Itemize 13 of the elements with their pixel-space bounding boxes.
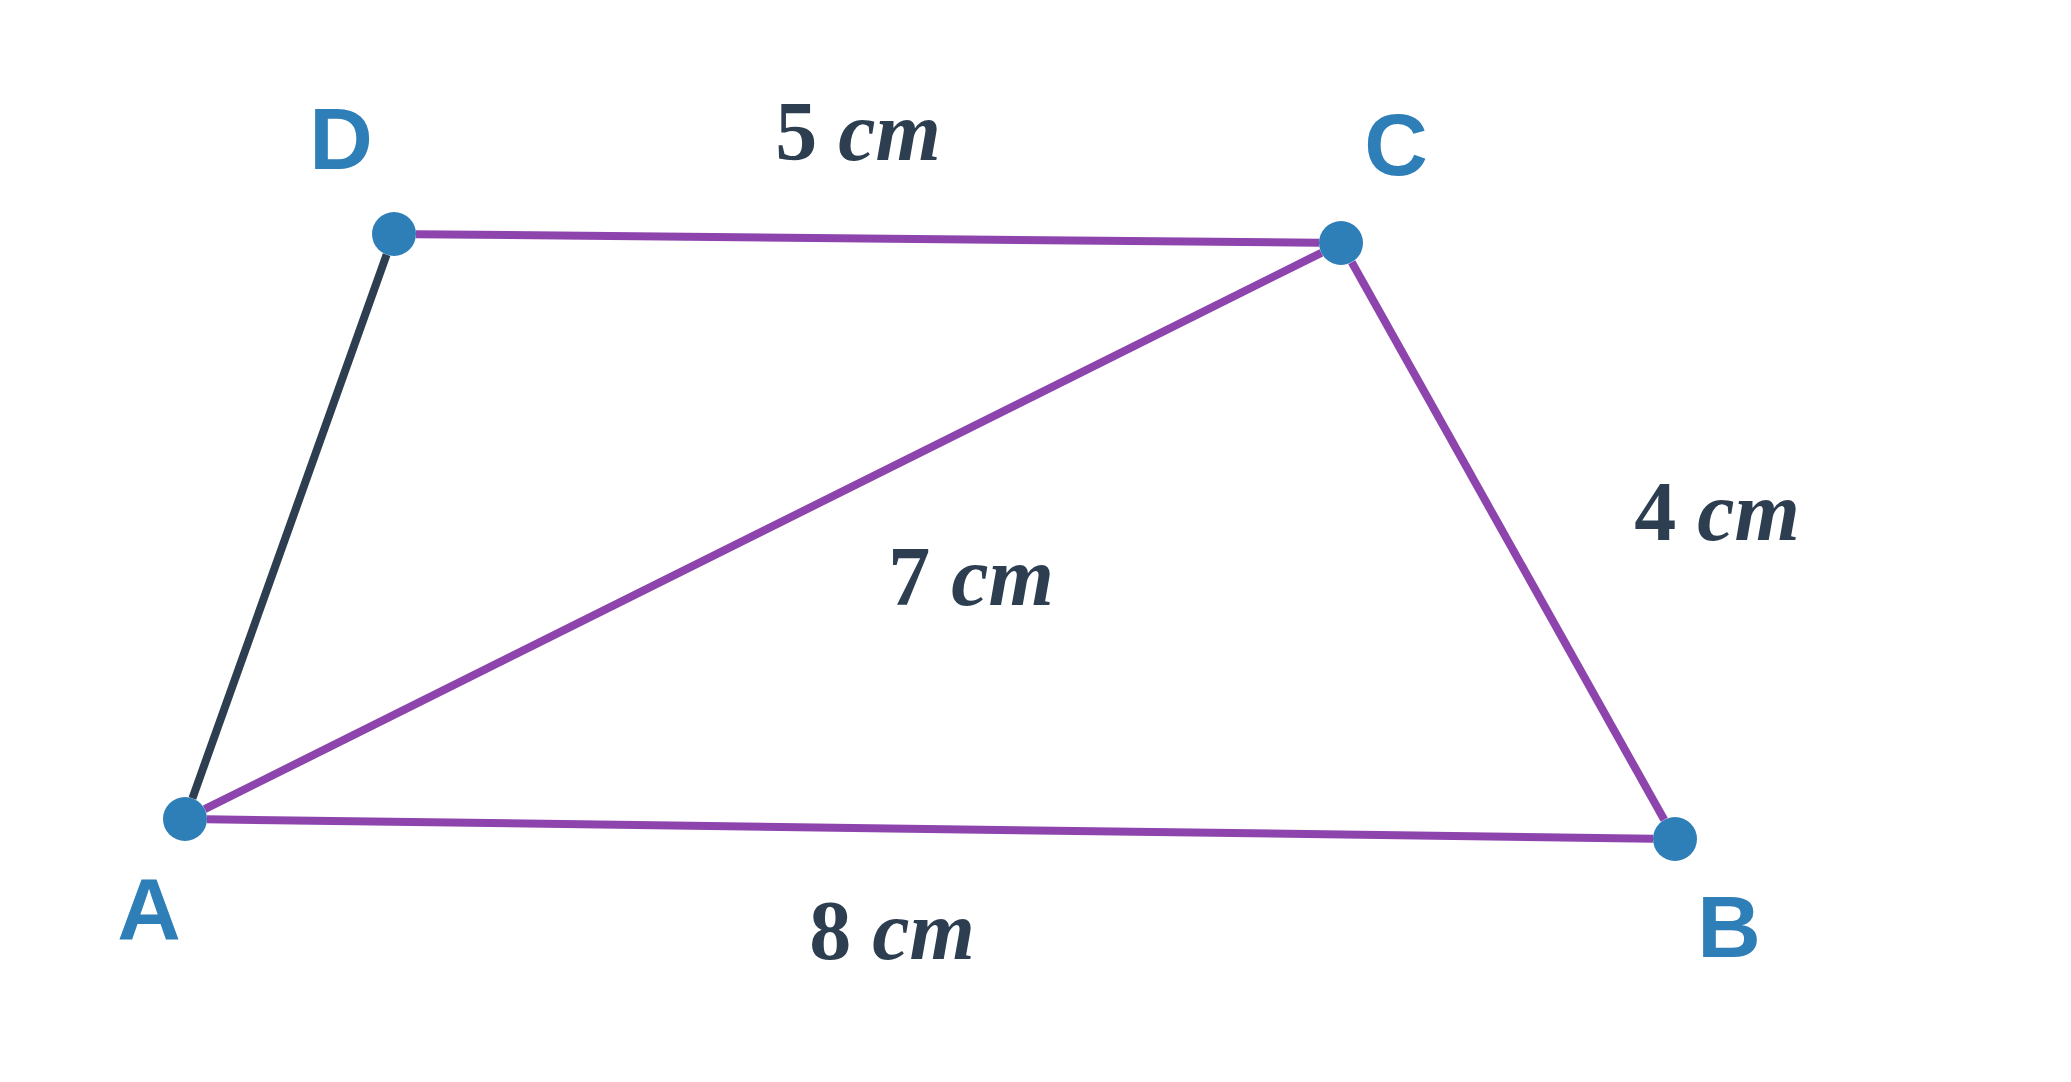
vertex-dot [1319, 221, 1363, 265]
vertex-label: C [1364, 101, 1428, 189]
vertex-label: A [117, 865, 181, 953]
segment-line [188, 253, 391, 800]
segment-line [202, 249, 1324, 813]
segment-line [1348, 260, 1668, 822]
vertex-dot [1653, 817, 1697, 861]
segment-line [415, 230, 1320, 247]
vertex-label: B [1697, 883, 1761, 971]
vertex-dot [372, 212, 416, 256]
vertex-dot [163, 797, 207, 841]
segment-line [206, 815, 1654, 843]
vertex-label: D [309, 95, 373, 183]
